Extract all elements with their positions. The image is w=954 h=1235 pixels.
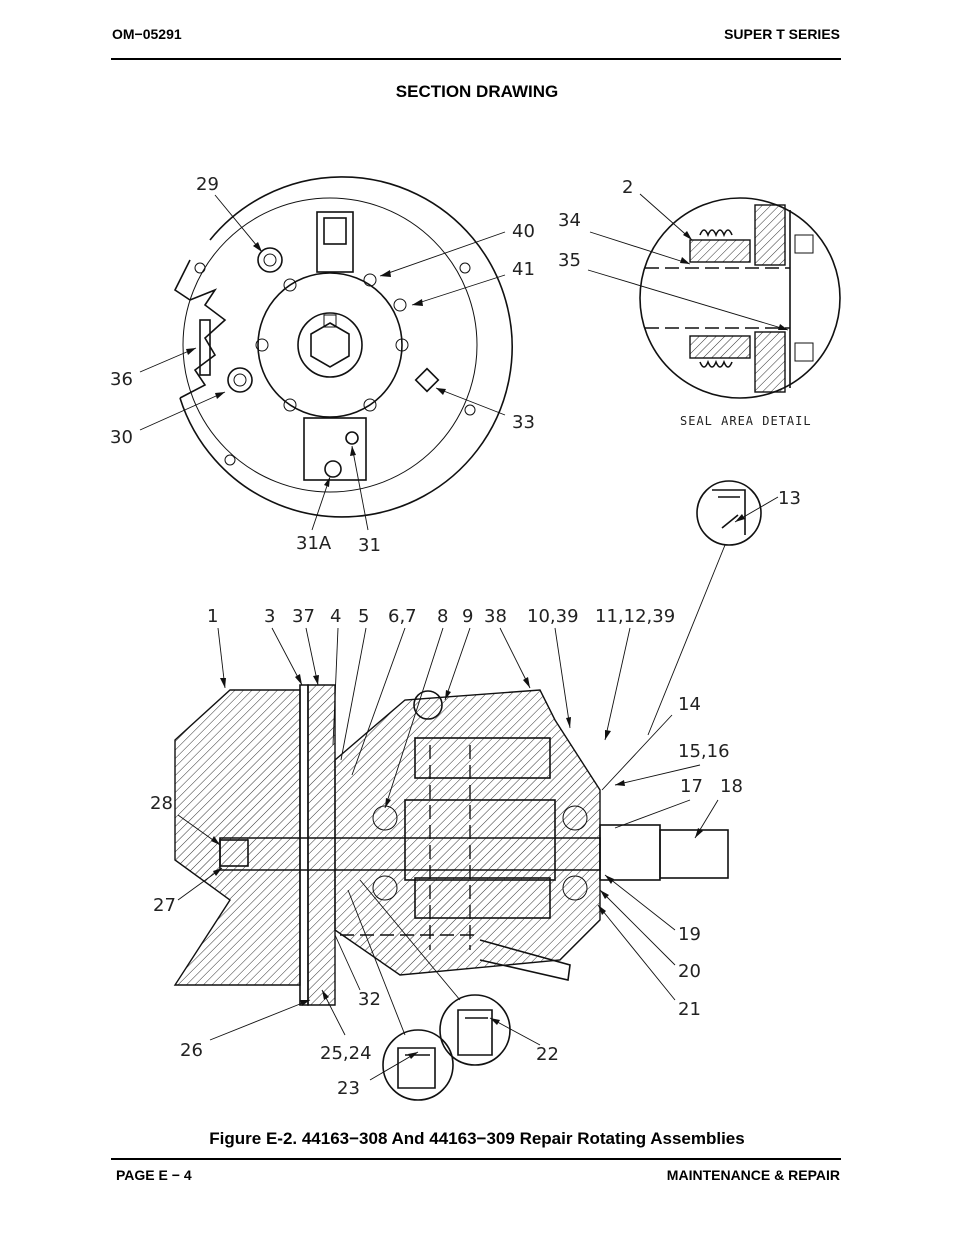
- section-title: SECTION DRAWING: [395, 82, 559, 101]
- figure-caption: Figure E-2. 44163−308 And 44163−309 Repa…: [209, 1129, 745, 1148]
- callout-27: 27: [153, 895, 176, 916]
- callout-14: 14: [678, 694, 701, 715]
- main-view-leaders: [177, 627, 719, 1081]
- header-rule: [111, 58, 841, 60]
- callout-8: 8: [437, 606, 448, 627]
- callout-6-7: 6,7: [388, 606, 417, 627]
- detail-23: [382, 1029, 454, 1101]
- callout-15-16: 15,16: [678, 741, 730, 762]
- detail-22: [439, 994, 511, 1066]
- callout-41: 41: [512, 259, 535, 280]
- end-view: [173, 176, 513, 518]
- callout-10-39: 10,39: [527, 606, 579, 627]
- callout-13: 13: [778, 488, 801, 509]
- callout-40: 40: [512, 221, 535, 242]
- callout-5: 5: [358, 606, 369, 627]
- callout-19: 19: [678, 924, 701, 945]
- callout-32: 32: [358, 989, 381, 1010]
- callout-35: 35: [558, 250, 581, 271]
- seal-detail-leaders: [587, 193, 789, 331]
- callout-34: 34: [558, 210, 581, 231]
- callout-9: 9: [462, 606, 473, 627]
- seal-area-detail: [639, 197, 841, 399]
- callout-33: 33: [512, 412, 535, 433]
- callout-17: 17: [680, 776, 703, 797]
- callout-36: 36: [110, 369, 133, 390]
- callout-21: 21: [678, 999, 701, 1020]
- callout-28: 28: [150, 793, 173, 814]
- callout-26: 26: [180, 1040, 203, 1061]
- callout-18: 18: [720, 776, 743, 797]
- callout-31: 31: [358, 535, 381, 556]
- page-number: PAGE E − 4: [116, 1167, 192, 1183]
- document-number: OM−05291: [112, 26, 182, 42]
- callout-20: 20: [678, 961, 701, 982]
- callout-37: 37: [292, 606, 315, 627]
- callout-38: 38: [484, 606, 507, 627]
- callout-3: 3: [264, 606, 275, 627]
- section-name: MAINTENANCE & REPAIR: [666, 1167, 840, 1183]
- callout-4: 4: [330, 606, 341, 627]
- callout-2: 2: [622, 177, 633, 198]
- detail-13: [647, 480, 779, 736]
- callout-29: 29: [196, 174, 219, 195]
- callout-25-24: 25,24: [320, 1043, 372, 1064]
- callout-1: 1: [207, 606, 218, 627]
- footer-rule: [111, 1158, 841, 1160]
- seal-area-detail-label: SEAL AREA DETAIL: [680, 414, 812, 428]
- callout-labels: 29 40 41 36 30 33 31A 31 2 34 35 SEAL AR…: [110, 174, 812, 1099]
- end-view-leaders: [139, 194, 506, 531]
- callout-22: 22: [536, 1044, 559, 1065]
- main-section-view: [173, 684, 729, 1006]
- callout-23: 23: [337, 1078, 360, 1099]
- callout-31a: 31A: [296, 533, 332, 554]
- callout-11-12-39: 11,12,39: [595, 606, 675, 627]
- series-name: SUPER T SERIES: [724, 26, 840, 42]
- callout-30: 30: [110, 427, 133, 448]
